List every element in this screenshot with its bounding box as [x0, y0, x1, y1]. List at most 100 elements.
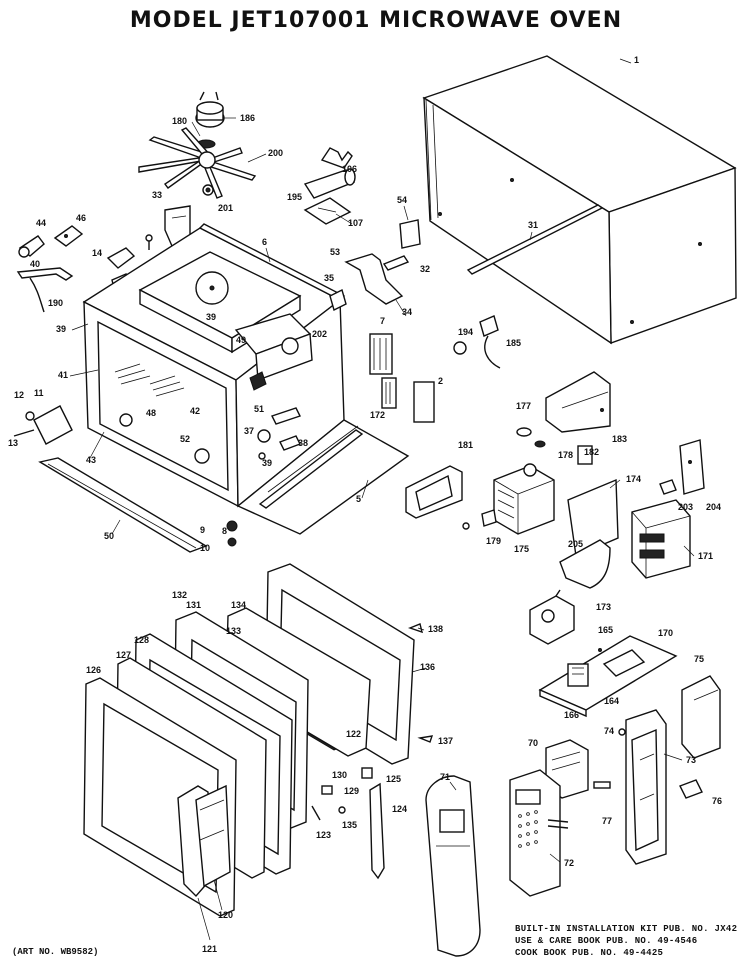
switch-parts: [257, 407, 301, 460]
callout-44: 44: [36, 218, 46, 228]
callout-166: 166: [564, 710, 579, 720]
rail-part: [466, 204, 604, 275]
callout-75: 75: [694, 654, 704, 664]
callout-31: 31: [528, 220, 538, 230]
fan-assembly: [138, 91, 257, 199]
callout-35: 35: [324, 273, 334, 283]
callout-171: 171: [698, 551, 713, 561]
callout-32: 32: [420, 264, 430, 274]
magnetron-part: [493, 463, 555, 535]
art-number: (ART NO. WB9582): [12, 947, 99, 957]
callout-39-top: 39: [206, 312, 216, 322]
callout-177: 177: [516, 401, 531, 411]
air-guide-part: [559, 478, 619, 589]
outer-cabinet-part: [422, 55, 737, 345]
callout-6: 6: [262, 237, 267, 247]
callout-39-mid: 39: [262, 458, 272, 468]
transformer-part: [631, 499, 691, 579]
callout-200: 200: [268, 148, 283, 158]
callout-54: 54: [397, 195, 407, 205]
callout-136: 136: [420, 662, 435, 672]
callout-205: 205: [568, 539, 583, 549]
callout-129: 129: [344, 786, 359, 796]
callout-125: 125: [386, 774, 401, 784]
callout-195: 195: [287, 192, 302, 202]
callout-173: 173: [596, 602, 611, 612]
callout-138: 138: [428, 624, 443, 634]
callout-5: 5: [356, 494, 361, 504]
callout-leader-lines: [69, 117, 695, 941]
callout-51: 51: [254, 404, 264, 414]
callout-201: 201: [218, 203, 233, 213]
callout-183: 183: [612, 434, 627, 444]
callout-185: 185: [506, 338, 521, 348]
callout-130: 130: [332, 770, 347, 780]
callout-120: 120: [218, 910, 233, 920]
callout-46: 46: [76, 213, 86, 223]
door-latch-plate: [13, 405, 73, 445]
callout-71: 71: [440, 772, 450, 782]
callout-33: 33: [152, 190, 162, 200]
callout-137: 137: [438, 736, 453, 746]
callout-202: 202: [312, 329, 327, 339]
gasket-ring: [516, 427, 532, 437]
callout-128: 128: [134, 635, 149, 645]
callout-53: 53: [330, 247, 340, 257]
callout-107: 107: [348, 218, 363, 228]
callout-127: 127: [116, 650, 131, 660]
callout-12: 12: [14, 390, 24, 400]
callout-135: 135: [342, 820, 357, 830]
callout-106: 106: [342, 164, 357, 174]
callout-182: 182: [584, 447, 599, 457]
callout-132: 132: [172, 590, 187, 600]
power-cord-parts: [453, 315, 501, 369]
callout-181: 181: [458, 440, 473, 450]
callout-48: 48: [146, 408, 156, 418]
callout-131: 131: [186, 600, 201, 610]
callout-174: 174: [626, 474, 641, 484]
filter-parts: [369, 333, 435, 423]
callout-190: 190: [48, 298, 63, 308]
air-duct-parts: [303, 147, 356, 225]
callout-123: 123: [316, 830, 331, 840]
pub-use-care-book: USE & CARE BOOK PUB. NO. 49-4546: [515, 936, 698, 946]
callout-38: 38: [298, 438, 308, 448]
callout-43: 43: [86, 455, 96, 465]
callout-34: 34: [402, 307, 412, 317]
callout-126: 126: [86, 665, 101, 675]
control-bracket: [681, 675, 721, 759]
callout-70: 70: [528, 738, 538, 748]
callout-7: 7: [380, 316, 385, 326]
callout-11: 11: [34, 388, 44, 398]
callout-41: 41: [58, 370, 68, 380]
callout-13: 13: [8, 438, 18, 448]
thermal-cutout-bracket: [679, 439, 705, 495]
callout-39-left: 39: [56, 324, 66, 334]
magnetron-bracket: [545, 371, 611, 433]
callout-134: 134: [231, 600, 246, 610]
callout-37: 37: [244, 426, 254, 436]
callout-122: 122: [346, 729, 361, 739]
callout-175: 175: [514, 544, 529, 554]
callout-76: 76: [712, 796, 722, 806]
callout-77: 77: [602, 816, 612, 826]
callout-74: 74: [604, 726, 614, 736]
control-panel-frame: [625, 709, 667, 865]
callout-50: 50: [104, 531, 114, 541]
callout-73: 73: [686, 755, 696, 765]
callout-203: 203: [678, 502, 693, 512]
callout-204: 204: [706, 502, 721, 512]
callout-179: 179: [486, 536, 501, 546]
left-small-parts: [16, 225, 153, 313]
callout-40: 40: [30, 259, 40, 269]
callout-170: 170: [658, 628, 673, 638]
callout-186: 186: [240, 113, 255, 123]
callout-133: 133: [226, 626, 241, 636]
fuse-holder-part: [405, 465, 463, 519]
callout-124: 124: [392, 804, 407, 814]
relay-part: [529, 589, 575, 645]
door-assembly: [83, 563, 434, 917]
callout-14: 14: [92, 248, 102, 258]
